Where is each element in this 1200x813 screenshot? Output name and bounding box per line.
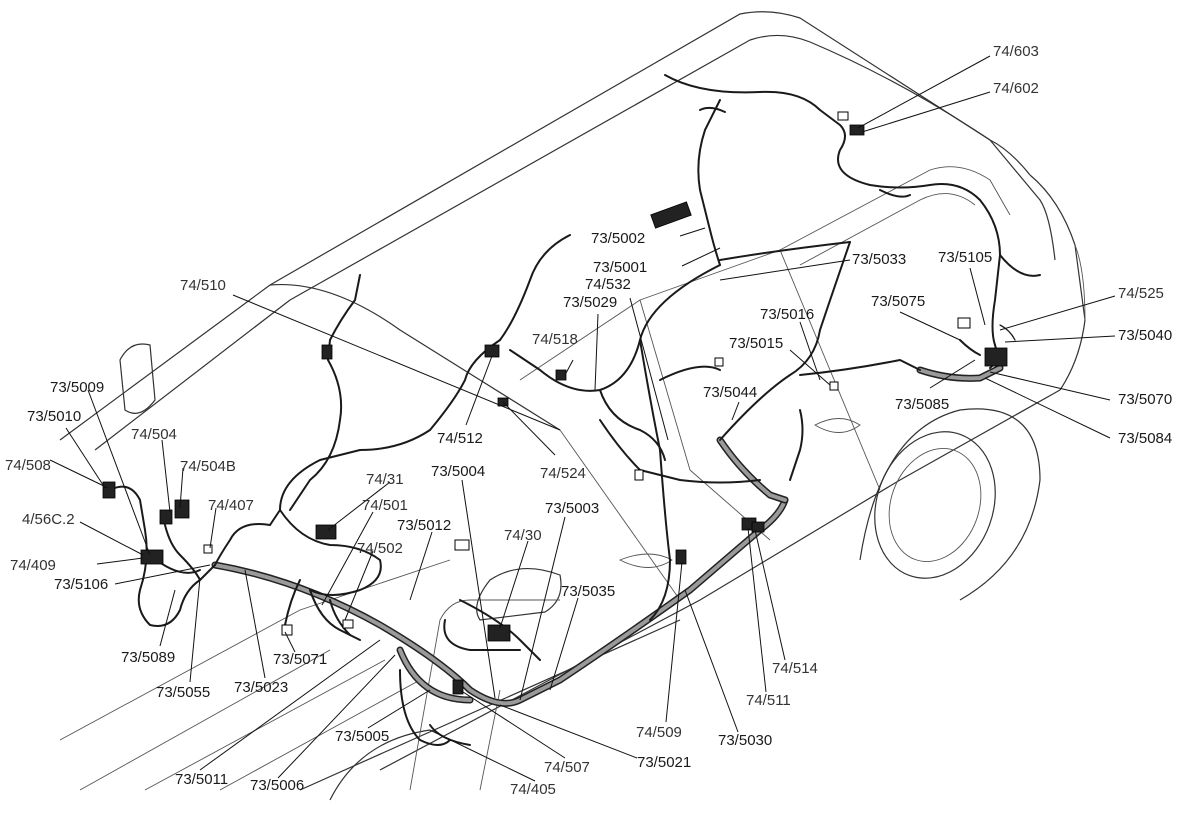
label-73-5003: 73/5003 [545, 500, 599, 517]
connector-74-508 [102, 481, 116, 499]
label-74-514: 74/514 [772, 660, 818, 677]
label-74-405: 74/405 [510, 781, 556, 798]
label-73-5005: 73/5005 [335, 728, 389, 745]
connector-74-525 [957, 317, 971, 329]
wiring-routes [109, 74, 1041, 746]
connector-73-5044 [714, 357, 724, 367]
connector-74-507 [452, 679, 464, 695]
label-74-407: 74/407 [208, 497, 254, 514]
label-74-524: 74/524 [540, 465, 586, 482]
label-73-5055: 73/5055 [156, 684, 210, 701]
connector-74-31 [315, 524, 337, 540]
label-74-504B: 74/504B [180, 458, 236, 475]
main-harness-bundles [211, 364, 1004, 707]
label-74-409: 74/409 [10, 557, 56, 574]
connector-74-409 [140, 549, 164, 565]
label-74-504: 74/504 [131, 426, 177, 443]
connector-74-30 [487, 624, 511, 642]
leader-lines [49, 55, 1116, 782]
label-73-5089: 73/5089 [121, 649, 175, 666]
label-73-5030: 73/5030 [718, 732, 772, 749]
label-73-5012: 73/5012 [397, 517, 451, 534]
label-73-5001: 73/5001 [593, 259, 647, 276]
label-73-5010: 73/5010 [27, 408, 81, 425]
connector-73-5002 [650, 201, 692, 229]
connector-74-603 [837, 111, 849, 121]
label-74-509: 74/509 [636, 724, 682, 741]
label-74-603: 74/603 [993, 43, 1039, 60]
label-74-602: 74/602 [993, 80, 1039, 97]
label-74-511: 74/511 [746, 692, 791, 709]
connector-73-5015 [829, 381, 839, 391]
label-74-31: 74/31 [366, 471, 404, 488]
label-73-5085: 73/5085 [895, 396, 949, 413]
connector-73-5004 [454, 539, 470, 551]
label-73-5023: 73/5023 [234, 679, 288, 696]
car-body-outline [59, 11, 1086, 801]
label-73-5004: 73/5004 [431, 463, 485, 480]
label-73-5035: 73/5035 [561, 583, 615, 600]
label-74-507: 74/507 [544, 759, 590, 776]
connector-73-5071 [281, 624, 293, 636]
connector-74-514 [751, 521, 765, 533]
label-73-5105: 73/5105 [938, 249, 992, 266]
label-74-510: 74/510 [180, 277, 226, 294]
label-73-5106: 73/5106 [54, 576, 108, 593]
connector-74-502 [342, 619, 354, 629]
label-73-5070: 73/5070 [1118, 391, 1172, 408]
part-labels: 74/603 74/602 73/5002 73/5001 73/5033 73… [5, 43, 1172, 798]
label-74-501: 74/501 [362, 497, 408, 514]
label-73-5021: 73/5021 [637, 754, 691, 771]
label-74-508: 74/508 [5, 457, 51, 474]
label-73-5011: 73/5011 [175, 771, 228, 788]
label-73-5015: 73/5015 [729, 335, 783, 352]
connector-74-509 [675, 549, 687, 565]
label-74-518: 74/518 [532, 331, 578, 348]
label-73-5084: 73/5084 [1118, 430, 1172, 447]
label-74-502: 74/502 [357, 540, 403, 557]
connector-73-5040 [984, 347, 1008, 367]
label-73-5006: 73/5006 [250, 777, 304, 794]
label-73-5016: 73/5016 [760, 306, 814, 323]
connector-74-602 [849, 124, 865, 136]
label-74-30: 74/30 [504, 527, 542, 544]
label-73-5029: 73/5029 [563, 294, 617, 311]
connector-74-504 [159, 509, 173, 525]
connector-74-407 [203, 544, 213, 554]
connectors [102, 111, 1008, 695]
label-74-532: 74/532 [585, 276, 631, 293]
connector-74-512 [484, 344, 500, 358]
label-73-5075: 73/5075 [871, 293, 925, 310]
label-73-5009: 73/5009 [50, 379, 104, 396]
label-73-5071: 73/5071 [273, 651, 327, 668]
label-73-5033: 73/5033 [852, 251, 906, 268]
connector-74-510 [321, 344, 333, 360]
label-74-525: 74/525 [1118, 285, 1164, 302]
connector-74-518 [555, 369, 567, 381]
label-74-512: 74/512 [437, 430, 483, 447]
label-73-5002: 73/5002 [591, 230, 645, 247]
label-73-5040: 73/5040 [1118, 327, 1172, 344]
label-4-56C2: 4/56C.2 [22, 511, 75, 528]
label-73-5044: 73/5044 [703, 384, 757, 401]
connector-console [634, 469, 644, 481]
connector-74-504B [174, 499, 190, 519]
